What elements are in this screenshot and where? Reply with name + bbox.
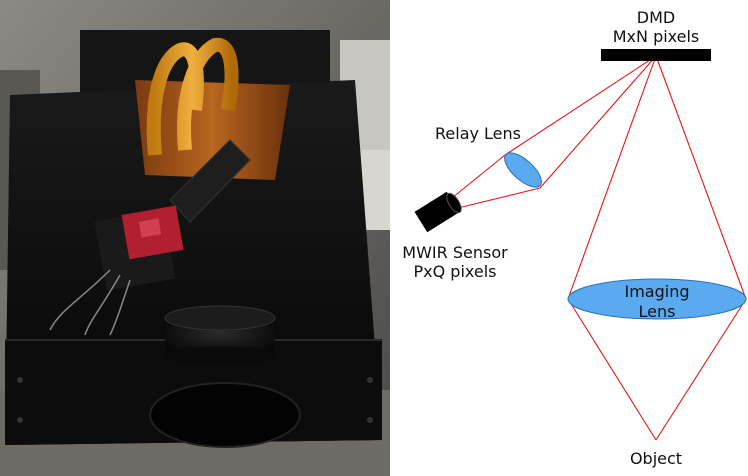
photo-panel xyxy=(0,0,390,476)
front-aperture xyxy=(149,382,301,448)
optical-diagram: DMD MxN pixels Relay Lens MWIR Sensor Px… xyxy=(402,8,747,468)
ray-imaging-to-object-right xyxy=(655,298,747,441)
ray-relay-to-sensor-bottom xyxy=(457,187,541,209)
sensor-label: MWIR Sensor xyxy=(402,243,508,262)
screw xyxy=(17,377,23,383)
screw xyxy=(367,377,373,383)
relay-lens xyxy=(504,152,542,188)
copper-mount xyxy=(135,80,290,180)
ray-relay-to-sensor-top xyxy=(451,154,506,199)
ray-dmd-to-imaging-right xyxy=(655,55,747,300)
dmd-label: DMD xyxy=(637,8,675,27)
imaging-lens-top xyxy=(164,305,276,331)
dmd-pixels-label: MxN pixels xyxy=(613,27,700,46)
ray-dmd-to-relay-bottom xyxy=(539,55,657,189)
ray-dmd-to-relay-top xyxy=(504,55,657,156)
mwir-sensor-icon xyxy=(414,191,462,233)
ray-dmd-to-imaging-left xyxy=(567,55,657,300)
relay-tube xyxy=(169,139,251,223)
screw xyxy=(367,417,373,423)
imaging-lens-bottom xyxy=(165,346,275,366)
imaging-lens-label-line2: Lens xyxy=(639,302,676,321)
imaging-lens xyxy=(567,278,747,320)
sensor-pixels-label: PxQ pixels xyxy=(414,262,497,281)
relay-lens-label: Relay Lens xyxy=(435,124,521,143)
dmd-bar xyxy=(601,49,711,61)
screw xyxy=(17,417,23,423)
flex-cable xyxy=(146,37,239,156)
object-label: Object xyxy=(630,449,682,468)
imaging-lens-label: Imaging xyxy=(624,282,689,301)
ray-imaging-to-object-left xyxy=(567,298,657,441)
sensor-wires xyxy=(49,269,131,336)
sensor-chip xyxy=(138,218,162,238)
